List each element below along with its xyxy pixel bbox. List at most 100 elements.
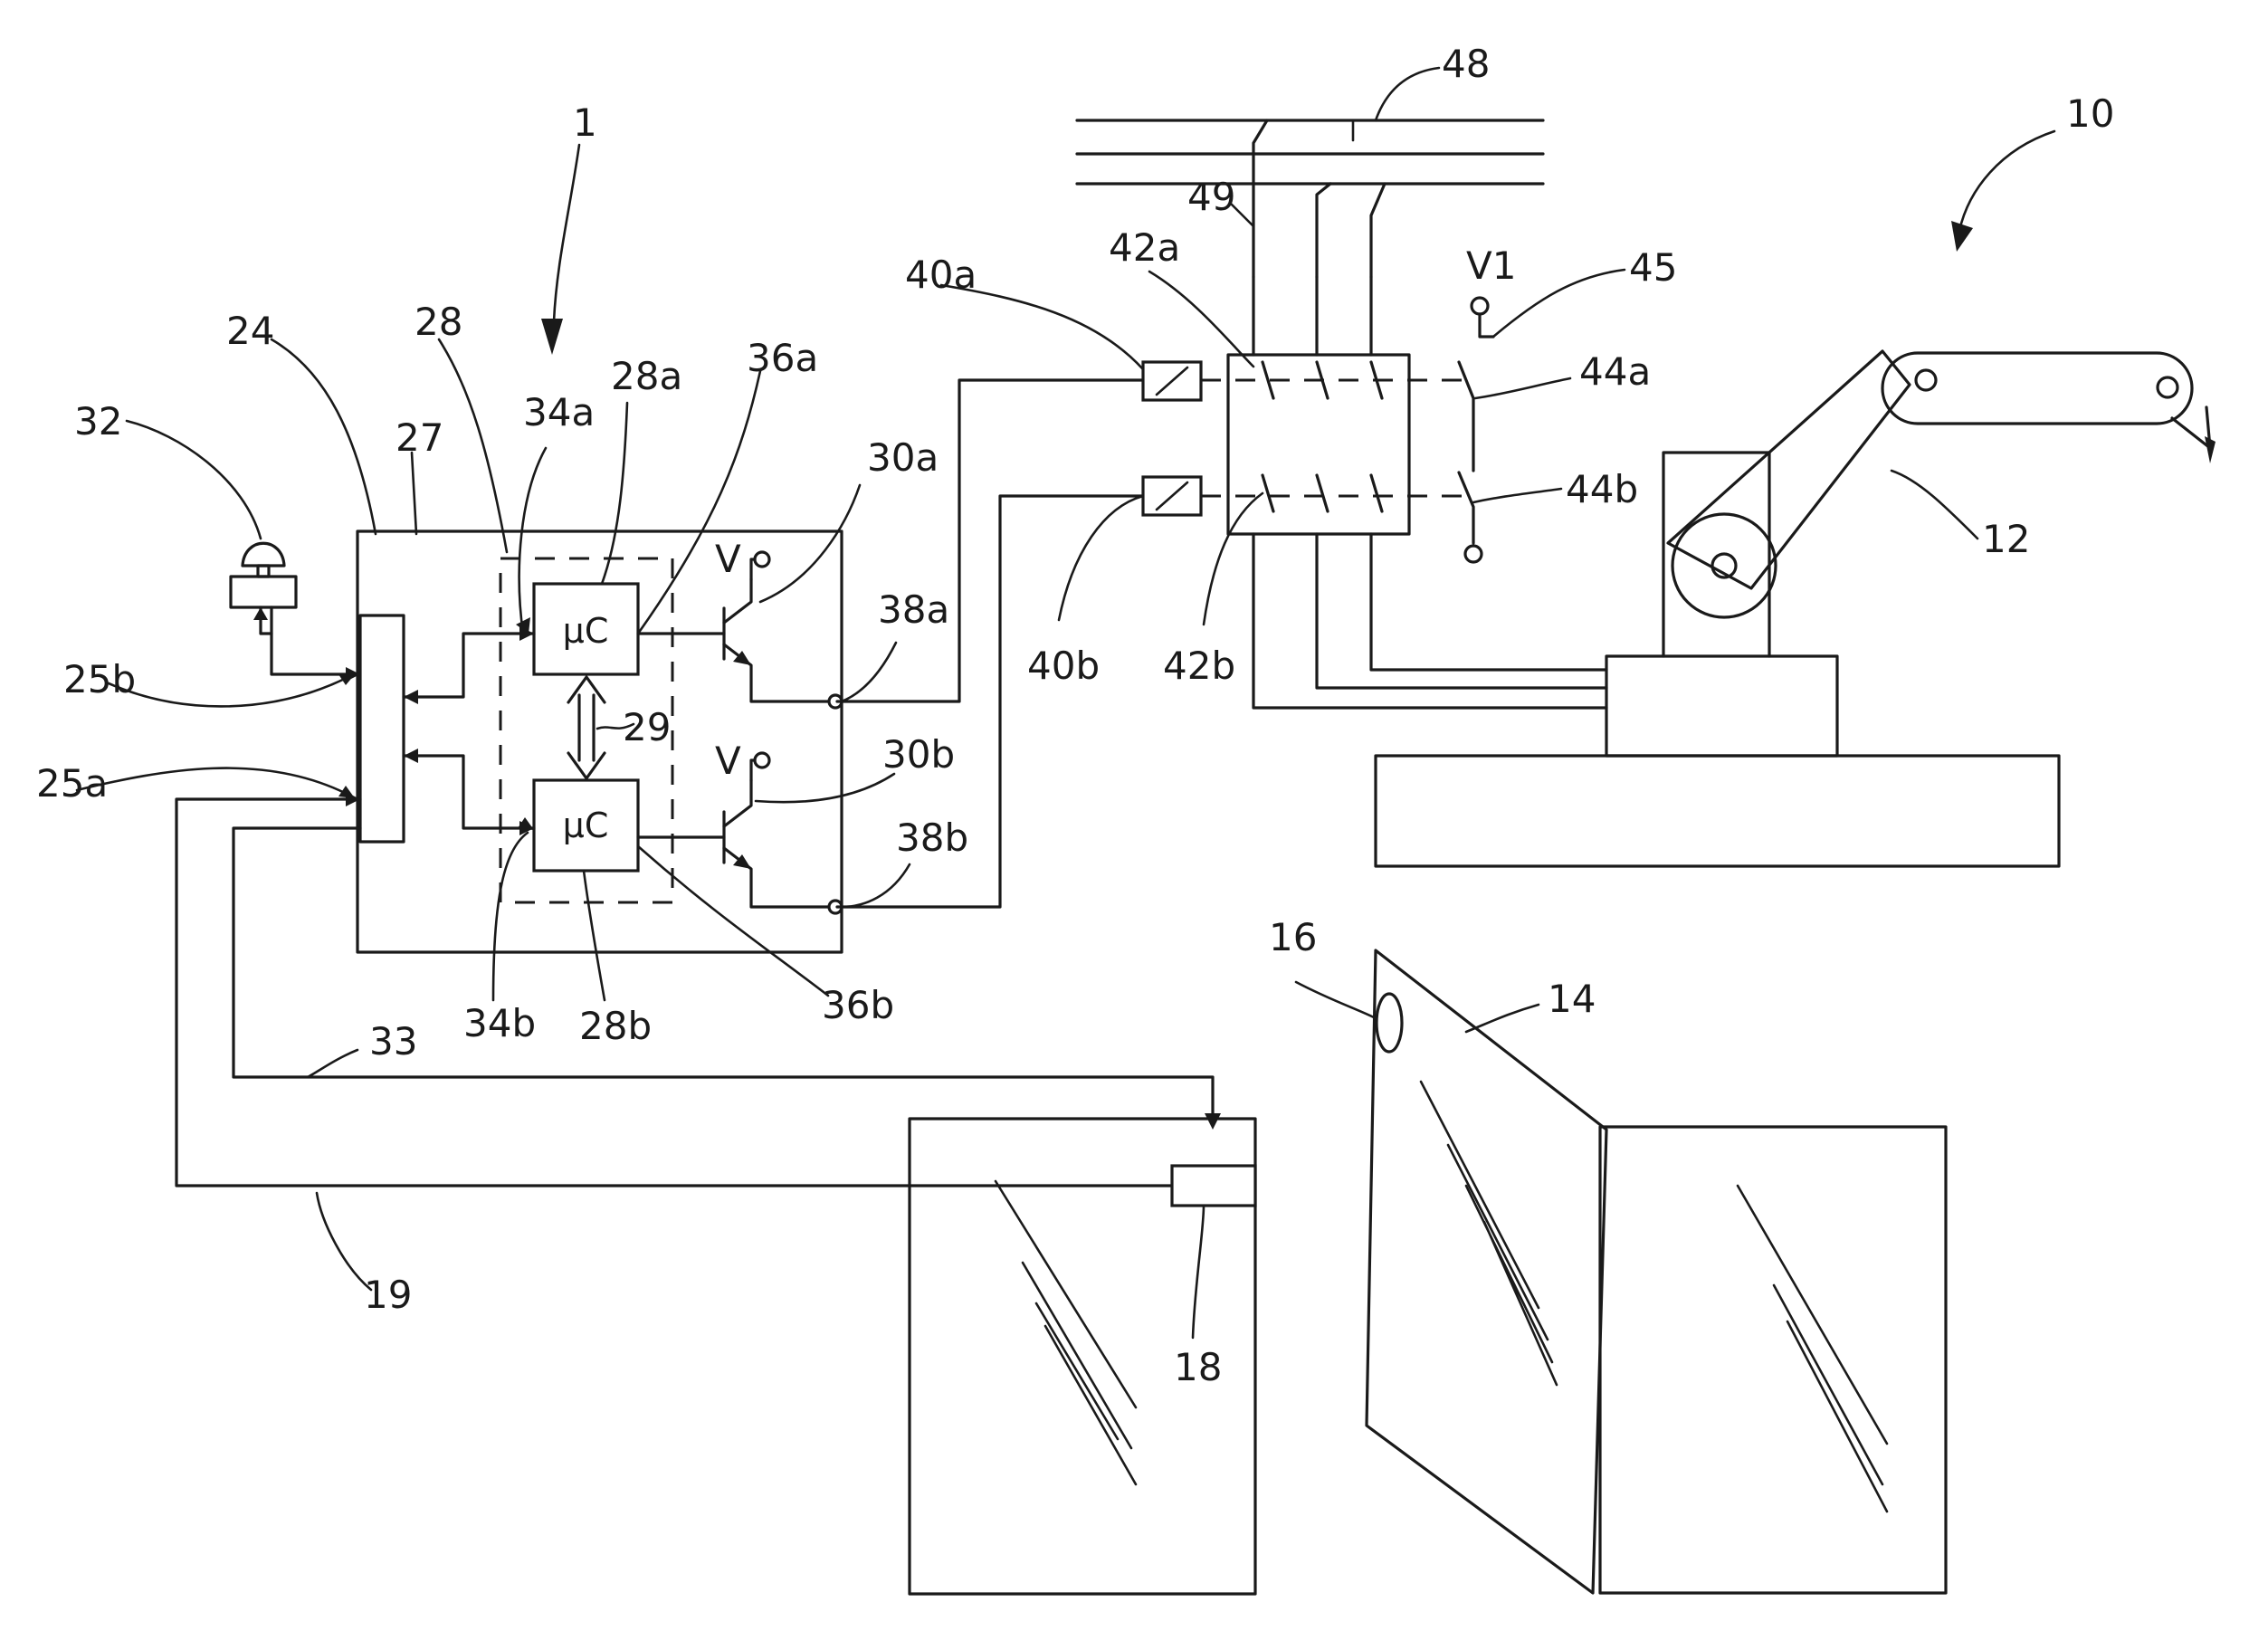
leader-40a <box>941 285 1143 369</box>
label-18: 18 <box>1174 1345 1222 1389</box>
door-switch-18 <box>1172 1166 1255 1206</box>
robot-base-plate <box>1376 756 2059 866</box>
label-25a: 25a <box>36 761 108 806</box>
leader-34b <box>493 833 528 1000</box>
robot-shoulder-joint <box>1672 514 1776 617</box>
emergency-stop-cap <box>243 543 284 566</box>
feed-lines-49 <box>1253 120 1385 277</box>
leader-36a <box>638 371 760 634</box>
label-34b: 34b <box>463 1001 536 1045</box>
robot <box>1376 351 2216 866</box>
bus-line-a <box>404 634 534 697</box>
label-28a: 28a <box>611 354 682 398</box>
input-module <box>360 615 404 842</box>
label-24: 24 <box>226 309 274 353</box>
label-25b: 25b <box>63 657 136 701</box>
leader-48 <box>1376 68 1439 120</box>
guard-door <box>1367 950 1946 1593</box>
label-v-a: V <box>715 537 741 581</box>
label-10: 10 <box>2066 91 2114 136</box>
label-40a: 40a <box>905 253 977 297</box>
leader-32 <box>127 421 261 539</box>
label-v1: V1 <box>1466 243 1516 288</box>
label-34a: 34a <box>523 390 595 434</box>
label-36b: 36b <box>822 983 894 1027</box>
mains-lines-48 <box>1077 120 1543 184</box>
label-30a: 30a <box>867 435 939 480</box>
robot-pedestal <box>1606 656 1837 756</box>
bus-line-b <box>404 756 534 828</box>
supply-wire-v1 <box>1480 314 1493 337</box>
guard-door-leaf <box>1367 950 1606 1593</box>
leader-30b <box>756 774 894 802</box>
leader-lines <box>77 68 2054 1338</box>
leader-18 <box>1193 1206 1204 1338</box>
leader-44a <box>1475 378 1570 398</box>
processor-link-arrow-up <box>568 677 605 702</box>
label-40b: 40b <box>1027 644 1100 688</box>
aux-output-terminal <box>1465 546 1482 562</box>
robot-gripper <box>2172 407 2210 448</box>
leader-25a <box>77 768 348 795</box>
emergency-stop-base <box>231 577 296 607</box>
emergency-stop-wire <box>272 607 353 674</box>
control-unit: μC μC <box>357 531 842 952</box>
leader-10 <box>1959 131 2054 231</box>
label-42a: 42a <box>1109 225 1180 270</box>
label-44a: 44a <box>1579 349 1651 394</box>
leader-36b <box>638 846 828 996</box>
label-12: 12 <box>1982 517 2030 561</box>
label-29: 29 <box>623 705 671 749</box>
robot-wrist-pin <box>2158 377 2177 397</box>
leader-1 <box>554 145 579 321</box>
microcontroller-b-label: μC <box>563 806 609 845</box>
processor-link-arrow-down <box>568 753 605 778</box>
leader-27 <box>412 453 416 534</box>
glass-hatch-left <box>996 1181 1136 1484</box>
supply-terminal-b <box>755 753 769 768</box>
line-33 <box>233 828 1213 1124</box>
bus-arrow-a-left <box>404 690 418 704</box>
label-32: 32 <box>74 399 122 444</box>
label-45: 45 <box>1629 245 1677 290</box>
aux-contacts-44 <box>1459 362 1473 543</box>
feed-into-block <box>1253 277 1371 355</box>
leader-16 <box>1296 982 1376 1018</box>
glass-hatch-frame <box>1738 1186 1887 1512</box>
label-42b: 42b <box>1163 644 1235 688</box>
leader-28b <box>584 871 605 1000</box>
emergency-stop-arrow <box>253 607 268 620</box>
emergency-stop-stem <box>258 566 269 577</box>
label-1: 1 <box>573 100 597 145</box>
supply-terminal-a <box>755 552 769 567</box>
sensor-wiring <box>176 792 1221 1186</box>
label-33: 33 <box>369 1019 417 1063</box>
leader-30a <box>760 485 860 602</box>
supply-terminal-v1 <box>1472 298 1488 314</box>
label-36a: 36a <box>747 336 818 380</box>
leader-38a <box>842 643 896 701</box>
leader-40b <box>1059 496 1143 620</box>
bus-arrow-b-left <box>404 749 418 763</box>
processor-link <box>579 695 594 760</box>
reference-labels: 1 10 12 14 16 18 19 24 25a 25b 27 28 28a… <box>36 42 2114 1389</box>
guard-door-frame <box>1600 1127 1946 1593</box>
label-30b: 30b <box>882 732 955 777</box>
label-38b: 38b <box>896 816 968 860</box>
label-28b: 28b <box>579 1004 652 1048</box>
line-19 <box>176 799 1172 1186</box>
transistor-a <box>724 579 833 701</box>
door-sensor-16 <box>1377 994 1402 1052</box>
label-v-b: V <box>715 739 741 783</box>
motor-lines <box>1253 534 1606 708</box>
glass-hatch-door <box>1421 1082 1557 1385</box>
leader-28 <box>439 339 507 552</box>
arrow-10 <box>1951 221 1973 252</box>
leader-19 <box>317 1193 371 1290</box>
leader-14 <box>1466 1005 1539 1032</box>
label-16: 16 <box>1269 915 1317 959</box>
label-44b: 44b <box>1566 467 1638 511</box>
label-14: 14 <box>1548 977 1596 1021</box>
label-27: 27 <box>395 415 443 460</box>
